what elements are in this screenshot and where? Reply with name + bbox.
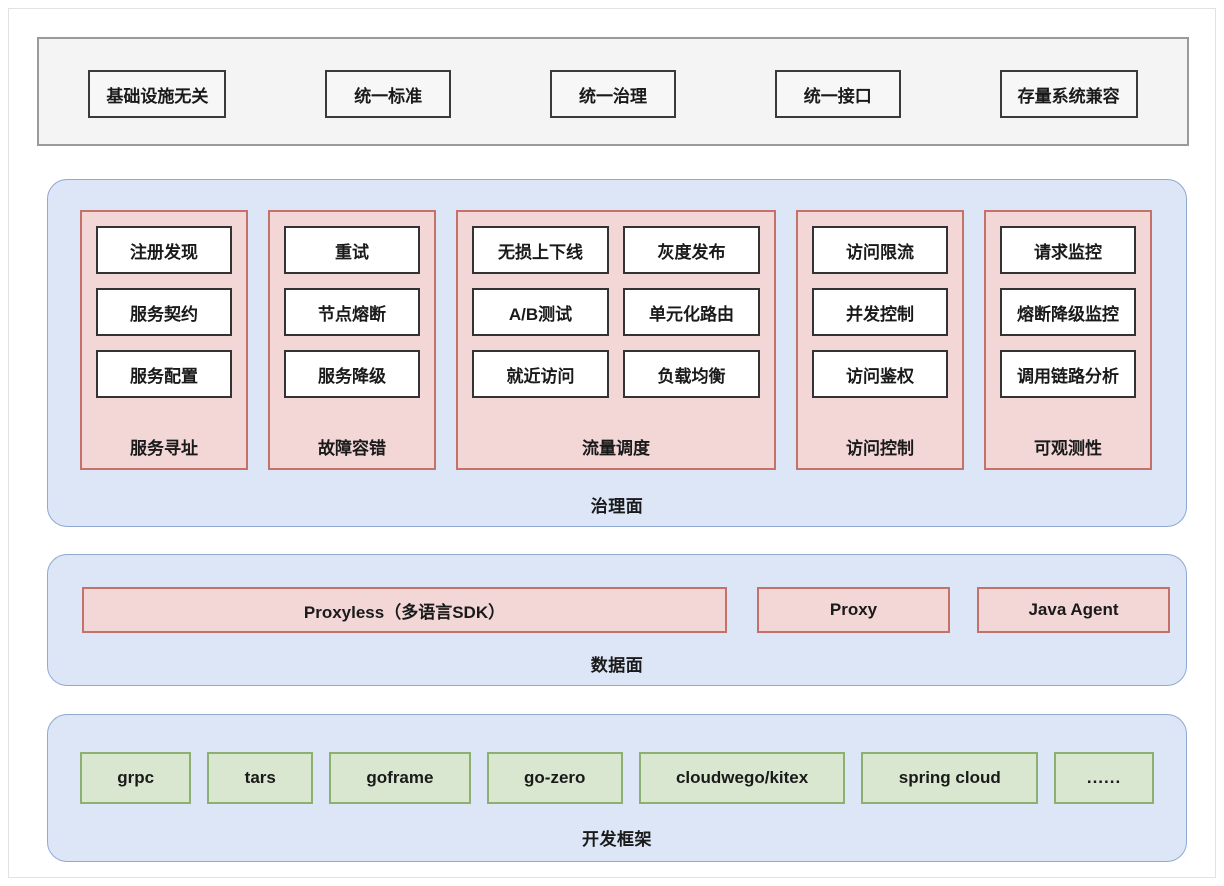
governance-group-column: 灰度发布 单元化路由 负载均衡 [623,226,760,424]
capability-cell: 访问鉴权 [812,350,948,398]
framework-box-label: grpc [117,768,155,787]
governance-group-columns: 重试 节点熔断 服务降级 [284,226,420,424]
principles-row: 基础设施无关 统一标准 统一治理 统一接口 存量系统兼容 [39,70,1187,118]
framework-box-spring-cloud: spring cloud [861,752,1039,804]
framework-box-label: cloudwego/kitex [675,768,809,787]
governance-plane-layer: 注册发现 服务契约 服务配置 服务寻址 重试 节点熔断 服务降级 故障容错 [47,179,1187,527]
governance-group-label: 流量调度 [582,438,650,458]
governance-plane-caption: 治理面 [590,497,644,516]
capability-cell: 服务配置 [96,350,232,398]
framework-box-grpc: grpc [80,752,192,804]
data-plane-box-label: Proxy [829,600,878,619]
capability-cell: 重试 [284,226,420,274]
diagram-canvas: 基础设施无关 统一标准 统一治理 统一接口 存量系统兼容 注册发现 [8,8,1216,878]
principle-box-unified-governance: 统一治理 [549,70,676,118]
principle-label: 基础设施无关 [106,86,209,106]
governance-group-columns: 无损上下线 A/B测试 就近访问 灰度发布 单元化路由 负载均衡 [472,226,760,424]
data-plane-box-label: Proxyless（多语言SDK） [303,602,506,622]
principles-panel: 基础设施无关 统一标准 统一治理 统一接口 存量系统兼容 [37,37,1189,146]
governance-group-column: 请求监控 熔断降级监控 调用链路分析 [1000,226,1136,424]
framework-box-tars: tars [207,752,314,804]
capability-cell: 单元化路由 [623,288,760,336]
governance-group-observability: 请求监控 熔断降级监控 调用链路分析 可观测性 [984,210,1152,470]
data-plane-layer: Proxyless（多语言SDK） Proxy Java Agent 数据面 [47,554,1187,686]
data-plane-caption: 数据面 [590,656,644,675]
framework-caption: 开发框架 [582,830,652,849]
governance-groups-row: 注册发现 服务契约 服务配置 服务寻址 重试 节点熔断 服务降级 故障容错 [80,210,1154,470]
governance-group-columns: 请求监控 熔断降级监控 调用链路分析 [1000,226,1136,424]
framework-box-label: goframe [366,768,434,787]
governance-group-service-addressing: 注册发现 服务契约 服务配置 服务寻址 [80,210,248,470]
framework-box-label: ...... [1086,768,1122,787]
framework-box-label: go-zero [524,768,586,787]
governance-group-column: 重试 节点熔断 服务降级 [284,226,420,424]
data-plane-row: Proxyless（多语言SDK） Proxy Java Agent [82,587,1170,633]
governance-group-fault-tolerance: 重试 节点熔断 服务降级 故障容错 [268,210,436,470]
governance-group-label: 服务寻址 [130,438,198,458]
data-plane-box-proxyless: Proxyless（多语言SDK） [82,587,727,633]
capability-cell: 服务降级 [284,350,420,398]
governance-group-label: 访问控制 [846,438,914,458]
capability-cell: 无损上下线 [472,226,609,274]
principle-label: 统一治理 [578,86,647,106]
principle-label: 存量系统兼容 [1017,86,1120,106]
principle-box-infrastructure-agnostic: 基础设施无关 [88,70,227,118]
data-plane-box-java-agent: Java Agent [977,587,1170,633]
framework-box-go-zero: go-zero [486,752,623,804]
capability-cell: 调用链路分析 [1000,350,1136,398]
governance-group-columns: 注册发现 服务契约 服务配置 [96,226,232,424]
governance-group-label: 故障容错 [318,438,386,458]
governance-group-column: 访问限流 并发控制 访问鉴权 [812,226,948,424]
framework-box-goframe: goframe [329,752,471,804]
capability-cell: A/B测试 [472,288,609,336]
governance-group-access-control: 访问限流 并发控制 访问鉴权 访问控制 [796,210,964,470]
data-plane-box-label: Java Agent [1028,600,1119,619]
capability-cell: 请求监控 [1000,226,1136,274]
framework-box-cloudwego-kitex: cloudwego/kitex [638,752,846,804]
governance-group-traffic-scheduling: 无损上下线 A/B测试 就近访问 灰度发布 单元化路由 负载均衡 流量调度 [456,210,776,470]
governance-group-columns: 访问限流 并发控制 访问鉴权 [812,226,948,424]
principle-label: 统一标准 [354,86,423,106]
principle-box-legacy-compatibility: 存量系统兼容 [999,70,1138,118]
framework-layer: grpc tars goframe go-zero cloudwego/kite… [47,714,1187,862]
principle-label: 统一接口 [803,86,872,106]
capability-cell: 访问限流 [812,226,948,274]
capability-cell: 灰度发布 [623,226,760,274]
framework-row: grpc tars goframe go-zero cloudwego/kite… [80,752,1155,804]
capability-cell: 就近访问 [472,350,609,398]
capability-cell: 注册发现 [96,226,232,274]
framework-box-more: ...... [1054,752,1155,804]
framework-box-label: spring cloud [898,768,1001,787]
capability-cell: 熔断降级监控 [1000,288,1136,336]
governance-group-column: 无损上下线 A/B测试 就近访问 [472,226,609,424]
capability-cell: 并发控制 [812,288,948,336]
capability-cell: 服务契约 [96,288,232,336]
principle-box-unified-standard: 统一标准 [325,70,452,118]
governance-group-label: 可观测性 [1034,438,1102,458]
capability-cell: 负载均衡 [623,350,760,398]
data-plane-box-proxy: Proxy [757,587,950,633]
governance-group-column: 注册发现 服务契约 服务配置 [96,226,232,424]
principle-box-unified-interface: 统一接口 [774,70,901,118]
framework-box-label: tars [244,768,276,787]
capability-cell: 节点熔断 [284,288,420,336]
